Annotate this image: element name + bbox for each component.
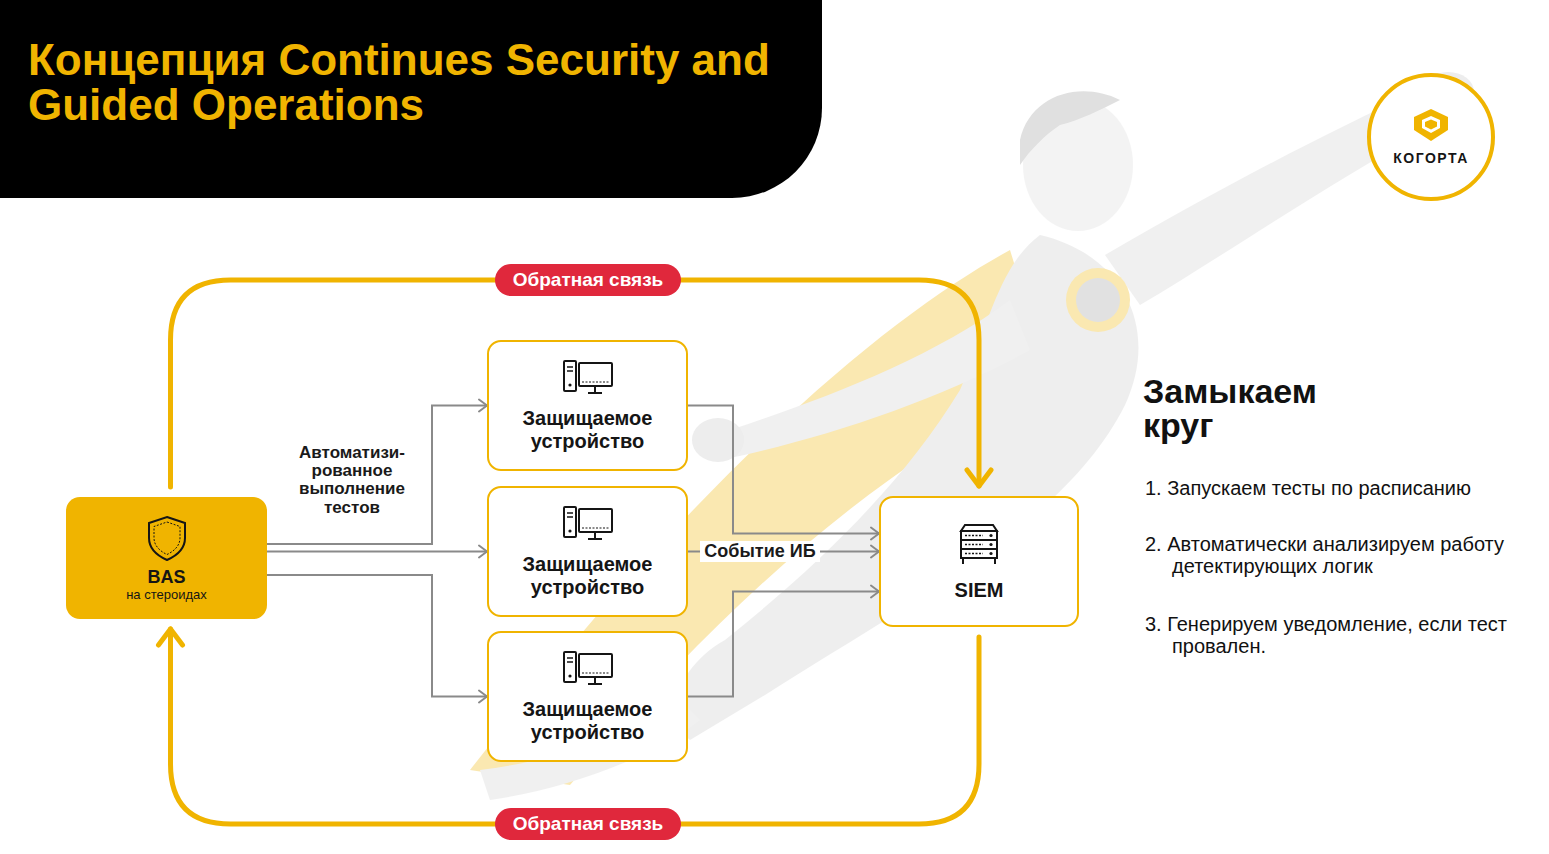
arrowhead — [871, 586, 879, 598]
list-item: 2. Автоматически анализируем работу дете… — [1145, 533, 1515, 577]
node-title: SIEM — [955, 579, 1004, 601]
connector — [267, 546, 487, 558]
connector — [267, 400, 487, 545]
arrowhead — [479, 400, 487, 412]
node-title: КОГОРТА — [1393, 150, 1469, 166]
arrowhead — [967, 470, 991, 486]
arrowhead — [871, 528, 879, 540]
edge-label-pill: Обратная связь — [495, 264, 682, 297]
connector — [159, 629, 980, 824]
connector — [267, 575, 487, 703]
bas-box: BASна стероидах — [66, 497, 267, 619]
computer-icon — [562, 650, 614, 688]
logo-circle: КОГОРТА — [1367, 73, 1495, 201]
edge-label: Событие ИБ — [700, 541, 819, 563]
device-box: Защищаемое устройство — [487, 631, 688, 762]
connector-line — [267, 551, 487, 553]
shield-icon — [145, 514, 189, 562]
node-title: Защищаемое устройство — [499, 553, 676, 598]
computer-icon — [562, 505, 614, 543]
list-item: 3. Генерируем уведомление, если тест про… — [1145, 613, 1515, 657]
arrowhead — [479, 546, 487, 558]
edge-label-pill: Обратная связь — [495, 808, 682, 841]
edge-label: Автоматизи- рованное выполнение тестов — [277, 443, 427, 518]
computer-icon — [562, 359, 614, 397]
node-title: Защищаемое устройство — [499, 407, 676, 452]
title-band: Концепция Continues Security and Guided … — [0, 0, 822, 198]
device-box: Защищаемое устройство — [487, 340, 688, 471]
connector-line — [688, 406, 879, 534]
arrowhead — [871, 546, 879, 558]
connector-line — [267, 406, 487, 545]
title: Концепция Continues Security and Guided … — [28, 38, 808, 128]
device-box: Защищаемое устройство — [487, 486, 688, 617]
arrowhead — [479, 691, 487, 703]
heading: Замыкаем круг — [1143, 374, 1393, 442]
siem-box: SIEM — [879, 496, 1079, 627]
node-title: BAS — [147, 568, 185, 588]
node-subtitle: на стероидах — [126, 588, 207, 602]
server-icon — [957, 523, 1001, 567]
node-title: Защищаемое устройство — [499, 698, 676, 743]
logo-icon — [1411, 108, 1451, 142]
arrowhead — [159, 629, 183, 645]
connector-line — [267, 575, 487, 697]
connector — [688, 586, 879, 697]
connector-line — [171, 629, 980, 824]
connector — [688, 406, 879, 540]
list-item: 1. Запускаем тесты по расписанию — [1145, 477, 1515, 499]
connector-line — [688, 592, 879, 697]
